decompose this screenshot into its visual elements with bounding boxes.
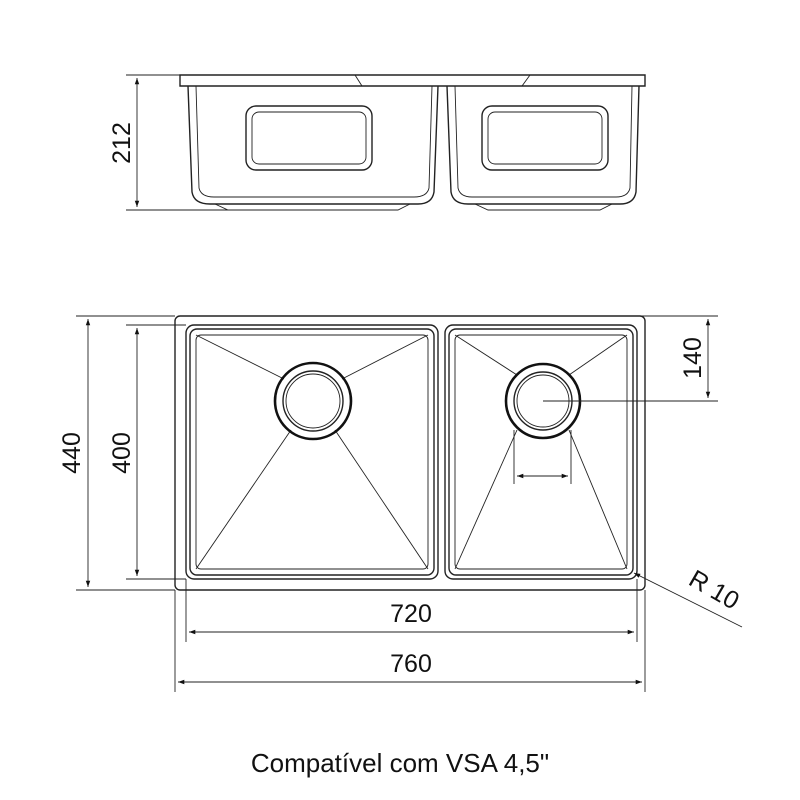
dimension-label-760: 760 — [390, 650, 432, 678]
dimension-label-400: 400 — [108, 432, 136, 474]
dimension-label-212: 212 — [108, 122, 136, 164]
dimension-depth-inner: 400 — [108, 324, 186, 580]
top-view: 440 400 140 720 760 — [58, 315, 744, 692]
dimension-label-140: 140 — [679, 337, 707, 379]
dimension-label-r10: R 10 — [684, 565, 744, 616]
dimension-corner-radius: R 10 — [633, 565, 744, 628]
dimension-depth-outer: 440 — [58, 315, 175, 591]
side-view: 212 — [108, 74, 646, 211]
dimension-label-440: 440 — [58, 432, 86, 474]
drain-width-indicator — [513, 430, 572, 484]
dimension-drain-offset: 140 — [543, 315, 718, 402]
dimension-height-side: 212 — [108, 74, 228, 211]
compatibility-caption: Compatível com VSA 4,5" — [250, 748, 550, 778]
dimension-width-outer: 760 — [174, 590, 646, 692]
dimension-label-720: 720 — [390, 600, 432, 628]
drain-large — [273, 361, 353, 441]
dimension-width-inner: 720 — [185, 579, 638, 642]
